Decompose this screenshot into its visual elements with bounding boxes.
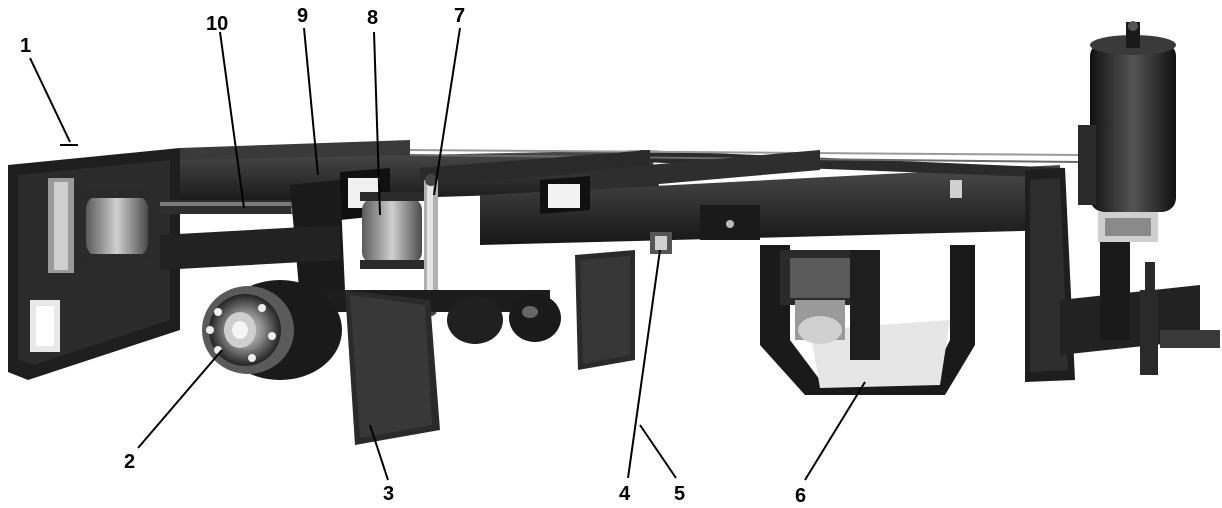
leader-line-5 [639, 424, 677, 479]
callout-8: 8 [367, 7, 378, 29]
leader-line-8 [373, 31, 381, 216]
lift-cradle [760, 245, 975, 395]
cross-members [340, 150, 962, 220]
callout-6: 6 [795, 485, 806, 507]
leader-line-6 [804, 381, 866, 481]
leader-line-4 [627, 249, 661, 479]
leader-line-7 [433, 27, 461, 196]
leader-line-10 [219, 31, 245, 209]
leader-lines [29, 27, 866, 481]
right-end-frame [1025, 168, 1220, 382]
callout-10: 10 [206, 13, 228, 35]
air-tank [1078, 21, 1176, 242]
mud-flaps [345, 250, 635, 445]
air-spring [360, 192, 424, 269]
left-end-frame [8, 148, 180, 380]
leader-line-9 [303, 27, 319, 176]
center-mount [650, 205, 760, 254]
callout-1: 1 [20, 35, 31, 57]
leader-line-3 [369, 424, 389, 481]
callout-5: 5 [674, 483, 685, 505]
left-air-spring [84, 190, 150, 262]
leader-line-2 [137, 349, 223, 449]
callout-9: 9 [297, 5, 308, 27]
callout-4: 4 [619, 483, 631, 505]
callout-2: 2 [124, 451, 135, 473]
callout-3: 3 [383, 483, 394, 505]
wheel-hub [202, 280, 342, 380]
callout-labels: 1 2 3 4 5 6 7 8 9 10 [20, 5, 806, 507]
trailing-arm-bracket [160, 180, 345, 300]
leader-line-1 [29, 57, 71, 143]
callout-7: 7 [454, 5, 465, 27]
